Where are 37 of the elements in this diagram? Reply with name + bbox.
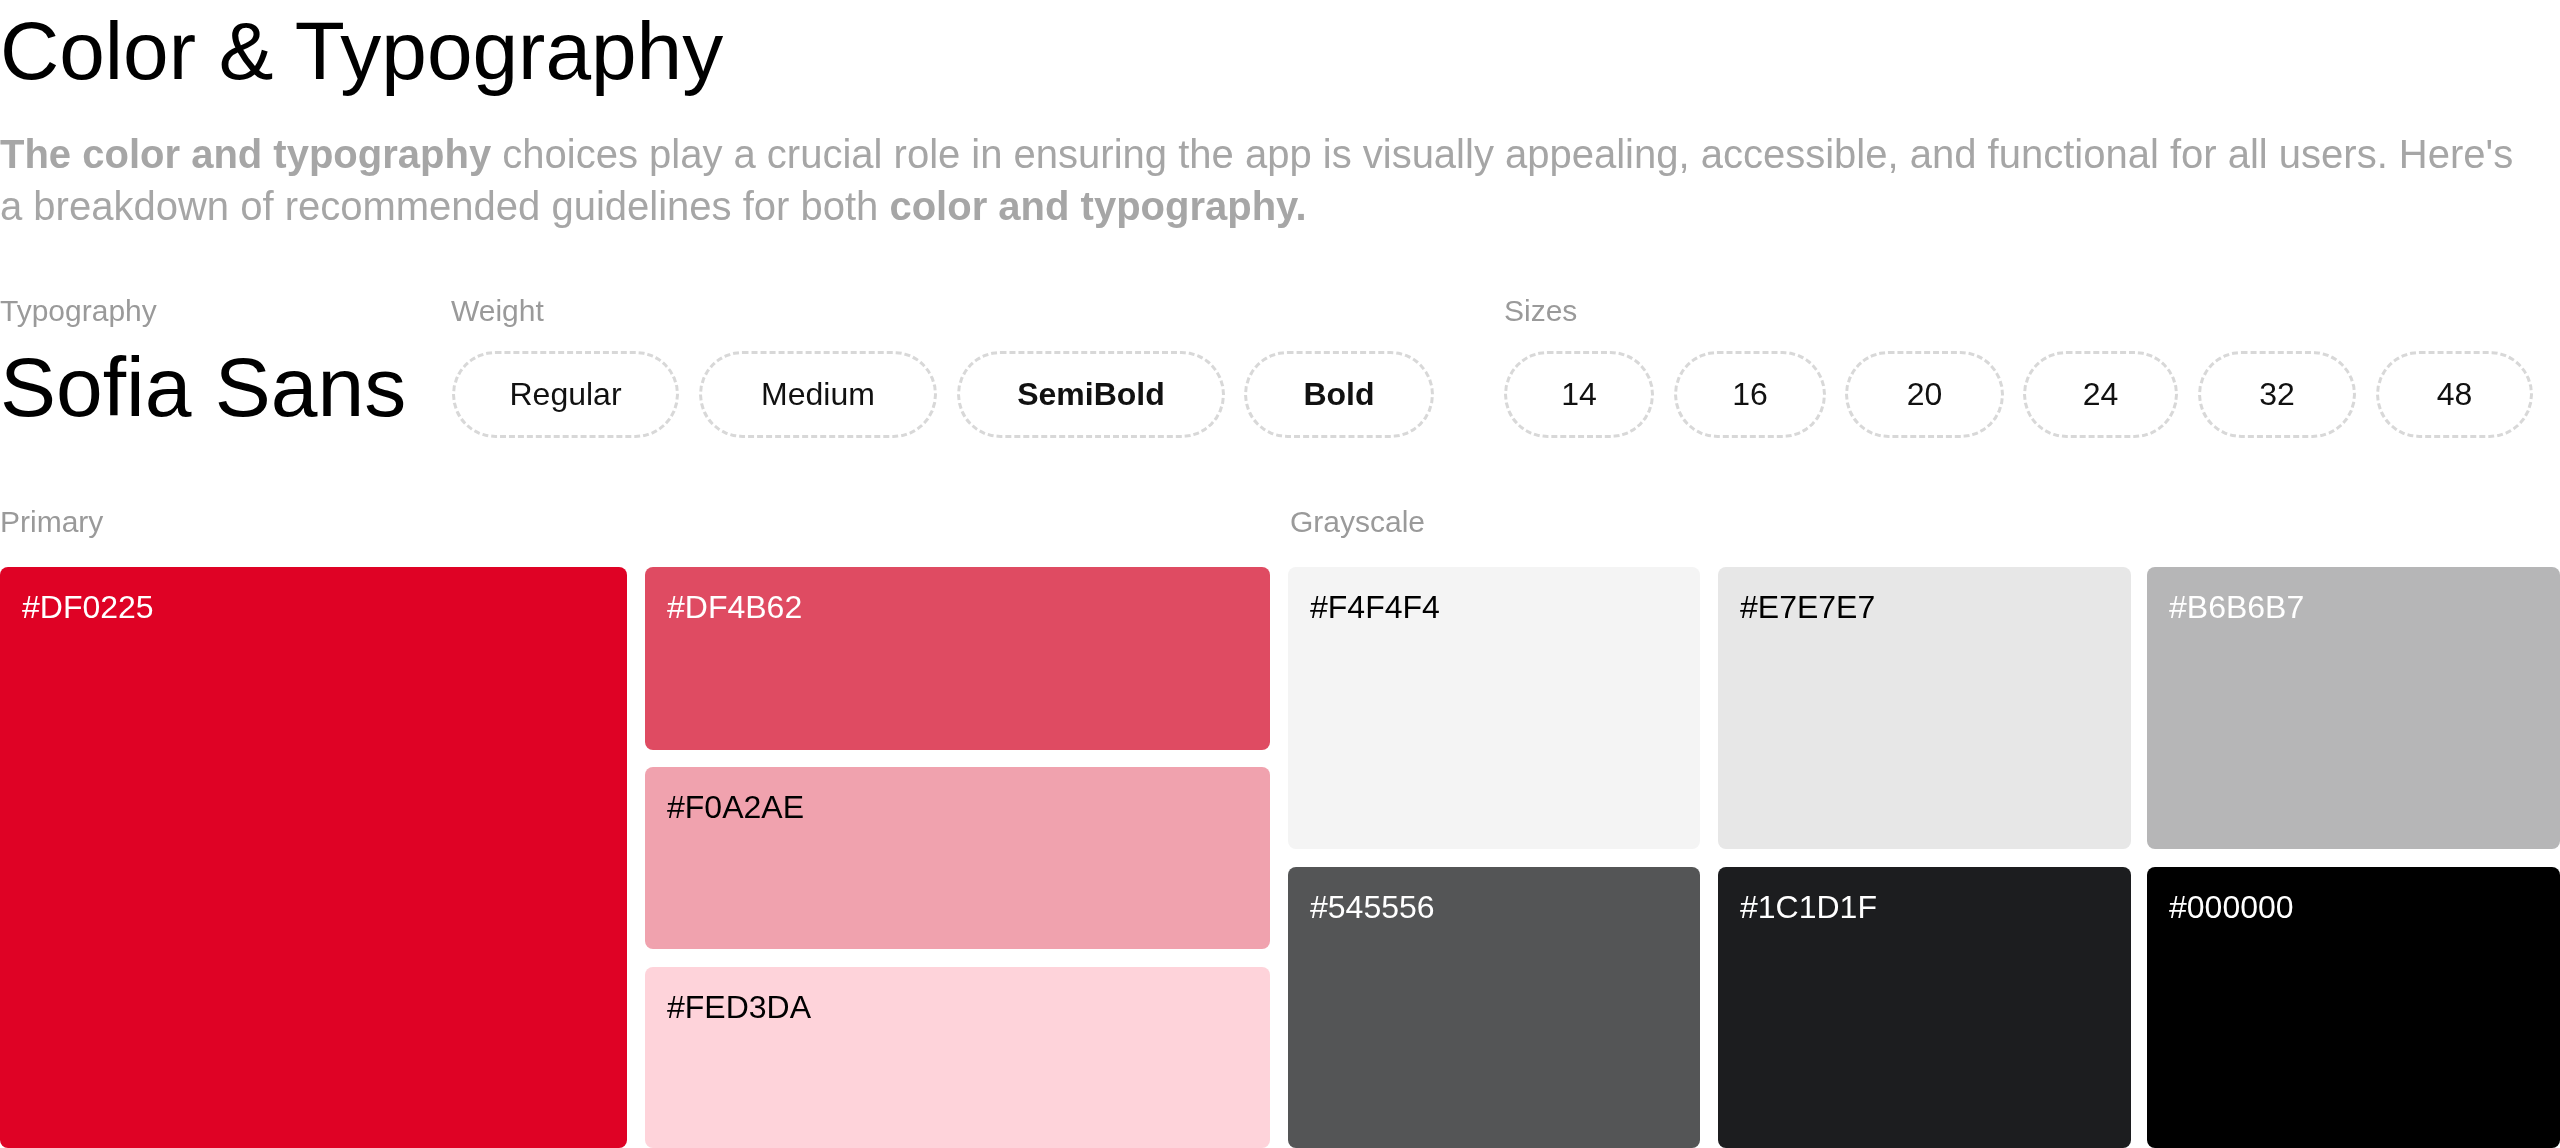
size-chip: 24 xyxy=(2023,351,2178,438)
hex-code: #DF0225 xyxy=(22,589,154,626)
color-swatch xyxy=(645,567,1270,750)
hex-code: #E7E7E7 xyxy=(1740,589,1876,626)
weight-chip: Regular xyxy=(452,351,679,438)
hex-code: #1C1D1F xyxy=(1740,889,1877,926)
color-swatch xyxy=(1288,867,1700,1148)
weight-chip: Medium xyxy=(699,351,937,438)
weight-chip: SemiBold xyxy=(957,351,1225,438)
color-swatch xyxy=(645,767,1270,949)
color-swatch xyxy=(2147,867,2560,1148)
hex-code: #545556 xyxy=(1310,889,1435,926)
hex-code: #FED3DA xyxy=(667,989,812,1026)
hex-code: #F0A2AE xyxy=(667,789,804,826)
hex-code: #F4F4F4 xyxy=(1310,589,1440,626)
section-label: Weight xyxy=(451,294,544,328)
color-swatch xyxy=(0,567,627,1148)
intro-paragraph: The color and typography choices play a crucial role in ensuring the app is visually appealing, accessible, and functional for all users. Here's a breakdown of recommended guidelines for both color and typography. xyxy=(0,131,2515,230)
section-label: Grayscale xyxy=(1290,505,1426,539)
color-swatch xyxy=(1718,867,2131,1148)
section-label: Primary xyxy=(0,505,104,539)
color-swatch xyxy=(2147,567,2560,849)
size-chip: 20 xyxy=(1845,351,2004,438)
size-chip: 16 xyxy=(1674,351,1826,438)
hex-code: #B6B6B7 xyxy=(2169,589,2305,626)
color-swatch xyxy=(1718,567,2131,849)
color-swatch xyxy=(645,967,1270,1148)
size-chip: 32 xyxy=(2198,351,2356,438)
hex-code: #000000 xyxy=(2169,889,2294,926)
section-label: Typography xyxy=(0,294,157,328)
weight-chip: Bold xyxy=(1244,351,1434,438)
hex-code: #DF4B62 xyxy=(667,589,803,626)
section-label: Sizes xyxy=(1504,294,1578,328)
font-name: Sofia Sans xyxy=(0,345,407,429)
page-title: Color & Typography xyxy=(0,6,724,97)
size-chip: 14 xyxy=(1504,351,1654,438)
size-chip: 48 xyxy=(2376,351,2533,438)
